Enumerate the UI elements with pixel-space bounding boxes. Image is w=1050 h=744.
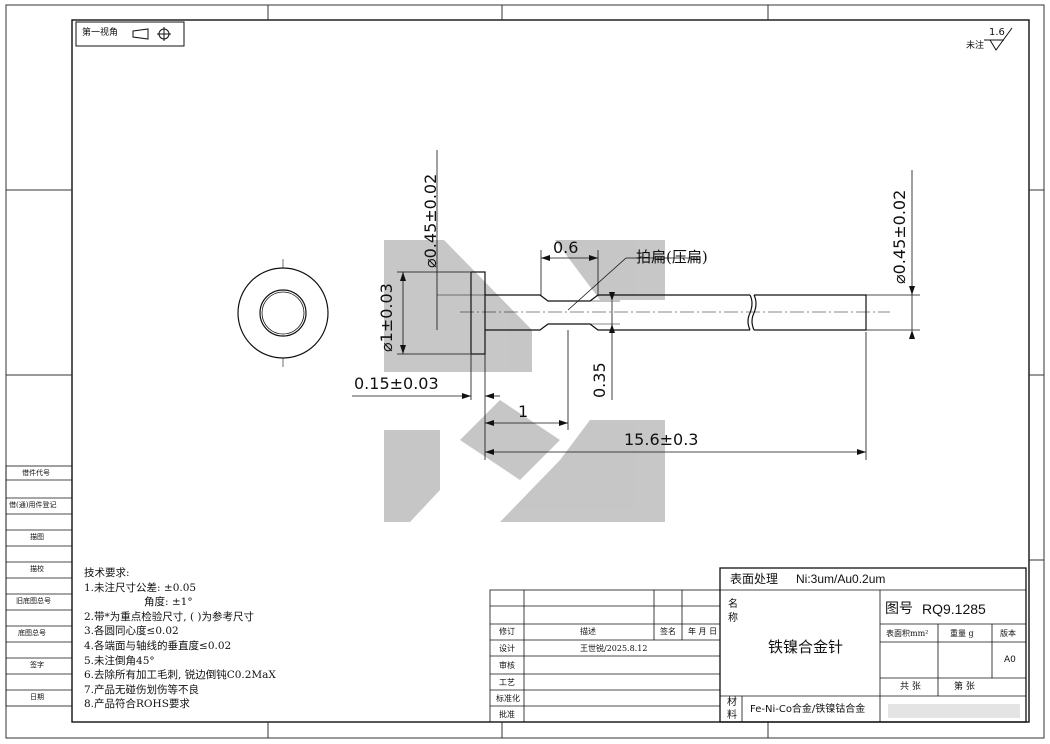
rev-header: 签名	[660, 627, 676, 636]
surface-label: 表面处理	[730, 572, 779, 586]
approve-label: 批准	[499, 710, 515, 719]
notes-title: 技术要求:	[84, 567, 130, 579]
dim-flat-thickness: 0.35	[590, 362, 609, 398]
strip-label: 日期	[30, 693, 44, 701]
note-item: 2.带*为重点检验尺寸, ( )为参考尺寸	[84, 610, 254, 623]
technical-notes: 技术要求: 1.未注尺寸公差: ±0.05 角度: ±1° 2.带*为重点检验尺…	[84, 566, 276, 712]
name-label-1: 名	[728, 599, 738, 610]
strip-label: 描校	[30, 565, 44, 573]
part-name: 铁镍合金针	[768, 638, 844, 656]
strip-label: 借(通)用件登记	[9, 501, 57, 509]
outer-border	[5, 4, 1045, 739]
weight-label: 重量 g	[950, 629, 974, 638]
dim-flat-width: 0.6	[553, 238, 579, 257]
sheet-label: 第 张	[954, 682, 975, 692]
name-label-2: 称	[728, 613, 738, 624]
roughness-value: 1.6	[989, 27, 1005, 38]
roughness-label: 未注	[966, 41, 985, 51]
zone-ticks	[6, 5, 1044, 738]
rev-header: 年 月 日	[688, 627, 718, 636]
material-value: Fe-Ni-Co合金/铁镍钴合金	[750, 704, 866, 715]
designer: 王世锐/2025.8.12	[580, 644, 648, 653]
standard-label: 标准化	[496, 694, 520, 703]
version-value: A0	[1004, 655, 1016, 665]
dim-flat-label: 拍扁(压扁)	[636, 248, 708, 266]
projection-box	[75, 21, 185, 47]
projection-label: 第一视角	[82, 28, 119, 38]
dim-shaft-dia: ⌀0.45±0.02	[890, 189, 909, 284]
review-label: 审核	[499, 661, 515, 670]
total-sheets-label: 共 张	[900, 682, 921, 692]
process-label: 工艺	[499, 678, 515, 687]
surface-value: Ni:3um/Au0.2um	[796, 572, 886, 586]
end-view	[237, 259, 329, 367]
version-label: 版本	[1000, 629, 1016, 638]
strip-label: 底图总号	[18, 629, 46, 637]
note-item: 1.未注尺寸公差: ±0.05	[84, 581, 197, 594]
design-label: 设计	[499, 644, 515, 653]
note-item: 5.未注倒角45°	[84, 654, 155, 667]
drawing-no: RQ9.1285	[922, 601, 986, 617]
strip-label: 旧底图总号	[16, 597, 51, 605]
strip-label: 借件代号	[22, 469, 50, 477]
area-label: 表面积mm²	[886, 629, 929, 638]
material-label-2: 料	[727, 710, 737, 721]
left-strip-table	[5, 465, 73, 707]
strip-label: 签字	[30, 661, 44, 669]
note-item: 3.各圆同心度≤0.02	[84, 625, 179, 638]
dim-total-length: 15.6±0.3	[624, 430, 699, 449]
dimension-arrows	[400, 255, 915, 455]
dim-flat-position: 1	[518, 402, 529, 421]
dimension-lines	[352, 150, 920, 460]
watermark-logo	[384, 240, 665, 522]
dim-neck-dia: ⌀0.45±0.02	[421, 173, 440, 268]
note-item: 6.去除所有加工毛刺, 锐边倒钝C0.2MaX	[84, 669, 276, 682]
rev-header: 修订	[499, 627, 515, 636]
strip-label: 描图	[30, 533, 44, 541]
roughness-symbol-icon	[984, 27, 1013, 51]
projection-symbol-icon	[132, 27, 171, 41]
title-block-grid	[489, 567, 1027, 723]
material-label-1: 材	[727, 697, 737, 708]
note-item: 8.产品符合ROHS要求	[84, 698, 190, 711]
drawing-no-label: 图号	[885, 601, 913, 617]
note-item: 角度: ±1°	[144, 596, 193, 609]
note-item: 4.各端面与轴线的垂直度≤0.02	[84, 639, 232, 652]
note-item: 7.产品无碰伤划伤等不良	[84, 683, 200, 696]
dim-head-thickness: 0.15±0.03	[354, 374, 439, 393]
rev-header: 描述	[580, 627, 596, 636]
dim-head-dia: ⌀1±0.03	[377, 283, 396, 352]
blurred-stamp	[888, 704, 1020, 718]
